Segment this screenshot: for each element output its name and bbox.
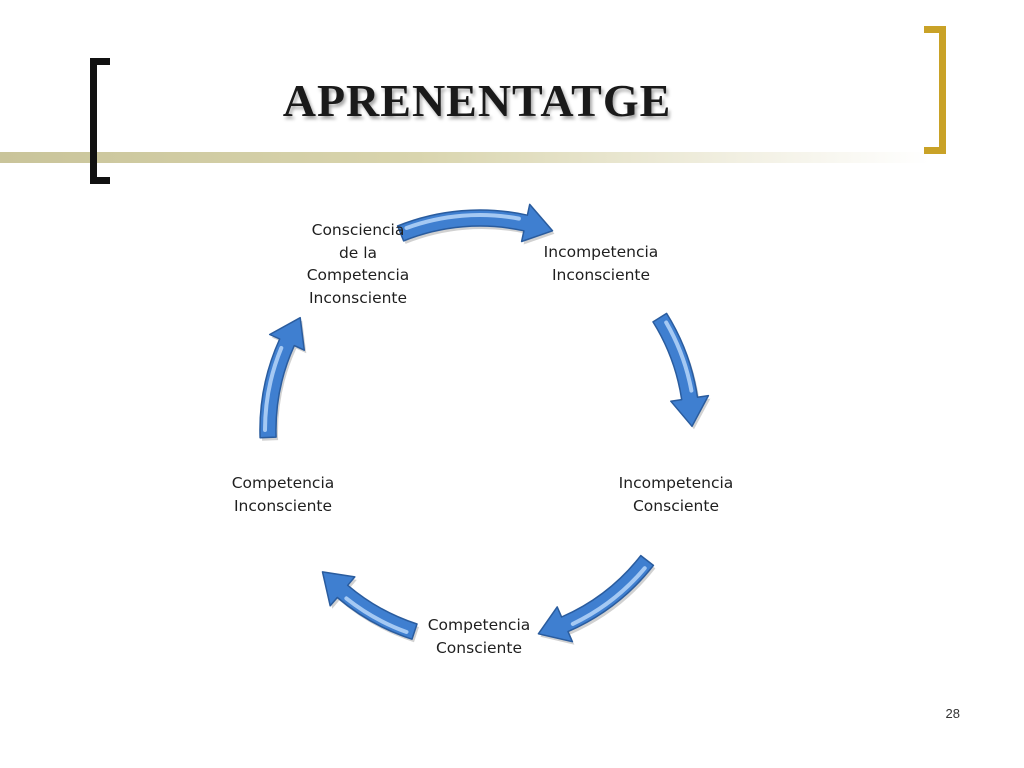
node-line: Inconsciente [551, 265, 651, 284]
cycle-node-incompetencia-inconsciente: Incompetencia Inconsciente [521, 241, 681, 286]
page-number: 28 [945, 706, 960, 721]
arrow-icon-4-highlight [344, 596, 409, 634]
cycle-node-consciencia-competencia-inconsciente: Consciencia de la Competencia Inconscien… [278, 219, 438, 309]
node-line: Incompetencia [543, 243, 659, 261]
arrow-icon-2 [652, 312, 710, 428]
arrow-icon-4 [321, 571, 418, 640]
arrow-icon-3 [537, 554, 655, 643]
arrow-icon-2-highlight [664, 320, 694, 393]
arrow-icon-1-highlight [404, 213, 521, 230]
arrow-icon-5 [259, 316, 306, 439]
left-bracket-decoration [90, 58, 110, 184]
cycle-node-incompetencia-consciente: Incompetencia Consciente [596, 472, 756, 517]
slide-title: APRENENTATGE [282, 75, 672, 126]
node-line: Inconsciente [233, 496, 333, 515]
node-line: Competencia [231, 474, 335, 492]
cycle-node-competencia-inconsciente: Competencia Inconsciente [203, 472, 363, 517]
node-line: Consciencia [311, 221, 405, 239]
node-line: Consciente [435, 638, 522, 657]
node-line: Incompetencia [618, 474, 734, 492]
arrow-icon-3-highlight [570, 566, 647, 626]
node-line: Inconsciente [308, 288, 408, 307]
title-underline-bar [0, 152, 930, 163]
arrow-icon-1 [396, 203, 554, 243]
node-line: Competencia [427, 616, 531, 634]
node-line: Competencia [306, 266, 410, 284]
right-bracket-decoration [924, 26, 946, 154]
arrow-icon-5-highlight [263, 346, 284, 432]
node-line: Consciente [632, 496, 719, 515]
node-line: de la [338, 243, 378, 262]
cycle-node-competencia-consciente: Competencia Consciente [399, 614, 559, 659]
